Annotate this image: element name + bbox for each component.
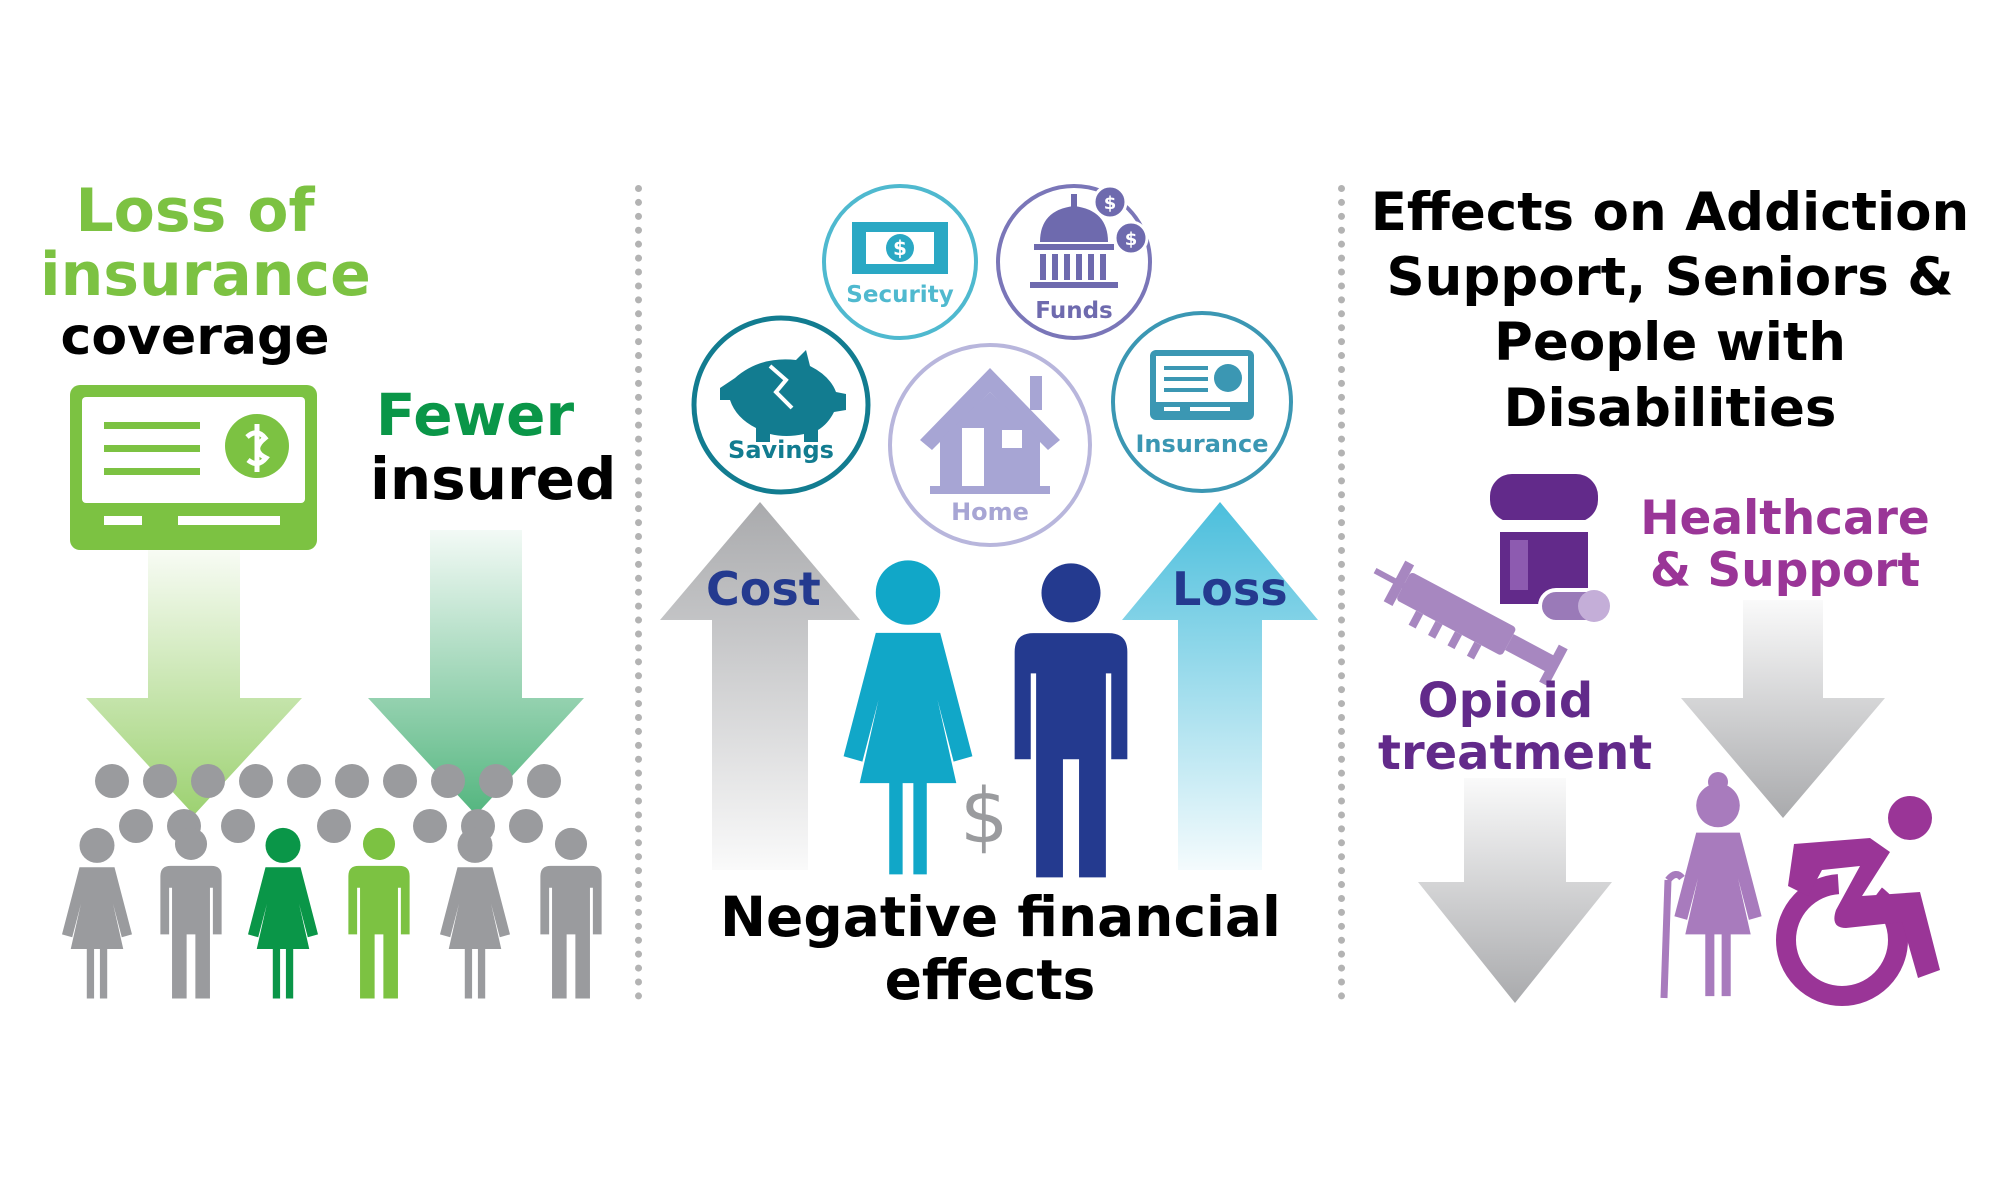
- cost-label: Cost: [706, 562, 821, 616]
- right-panel: [1373, 474, 1940, 1006]
- dollar-sign-icon: $: [960, 771, 1009, 860]
- home-circle: [888, 343, 1092, 547]
- loss-of-insurance-title: Loss of insurance coverage: [40, 176, 371, 367]
- wheelchair-icon: [1776, 796, 1940, 1006]
- opioid-line: Opioid: [1417, 673, 1594, 729]
- insured-woman-icon: [248, 827, 318, 999]
- loss-label: Loss: [1172, 562, 1288, 616]
- title-line: insurance: [40, 240, 371, 310]
- savings-label: Savings: [728, 436, 834, 464]
- left-panel: [62, 385, 602, 999]
- person-man-icon: [160, 827, 222, 999]
- funds-label: Funds: [1035, 298, 1113, 324]
- person-woman-icon: [440, 827, 510, 999]
- money-bill-icon: $: [852, 222, 948, 274]
- fewer-insured-label: Fewer insured: [370, 381, 617, 513]
- funds-circle: $ $: [996, 184, 1152, 340]
- title-line: Effects on Addiction: [1370, 182, 1970, 243]
- insurance-label: Insurance: [1135, 430, 1269, 458]
- loss-up-arrow: [1122, 502, 1318, 870]
- pill-bottle-icon: [1490, 474, 1598, 604]
- security-circle: $: [822, 184, 978, 340]
- security-label: Security: [846, 282, 954, 308]
- opioid-treatment-label: Opioid treatment: [1378, 673, 1653, 781]
- panel-divider: [1338, 185, 1345, 1000]
- broken-piggy-bank-icon: [720, 350, 846, 442]
- caption-line: Negative financial: [720, 885, 1281, 949]
- healthcare-line: Healthcare: [1640, 491, 1930, 546]
- opioid-down-arrow: [1418, 778, 1612, 1003]
- crowd-back-heads: [95, 764, 561, 843]
- man-figure-icon: [1014, 563, 1128, 878]
- negative-financial-effects-caption: Negative financial effects: [720, 885, 1281, 1012]
- support-line: & Support: [1650, 542, 1920, 598]
- panel-divider: [635, 185, 642, 1000]
- fewer-insured-down-arrow: [368, 530, 584, 815]
- effects-title: Effects on Addiction Support, Seniors & …: [1370, 180, 1970, 441]
- house-icon: [920, 368, 1060, 494]
- title-line: People with: [1494, 312, 1846, 374]
- insured-line: insured: [370, 445, 617, 513]
- savings-circle: [691, 315, 871, 495]
- home-label: Home: [951, 498, 1029, 526]
- svg-text:$: $: [1125, 229, 1138, 250]
- syringe-icon: [1373, 560, 1568, 687]
- insurance-card-small-icon: [1150, 350, 1254, 420]
- coverage-down-arrow: [86, 548, 302, 815]
- healthcare-support-label: Healthcare & Support: [1640, 493, 1930, 596]
- senior-woman-icon: [1660, 772, 1762, 999]
- insured-man-icon: [348, 827, 410, 999]
- capitol-building-icon: [1030, 194, 1118, 288]
- cost-up-arrow: [660, 502, 860, 870]
- healthcare-down-arrow: [1681, 600, 1885, 818]
- title-line: Support, Seniors &: [1386, 247, 1954, 309]
- svg-text:$: $: [1104, 193, 1117, 214]
- woman-figure-icon: [843, 560, 973, 875]
- person-woman-icon: [62, 827, 132, 999]
- caption-line: effects: [884, 948, 1096, 1012]
- middle-panel: $ $ $: [660, 184, 1318, 878]
- title-line: Loss of: [75, 176, 315, 246]
- insurance-circle: [1111, 311, 1293, 493]
- pill-icon: [1538, 588, 1612, 624]
- person-man-icon: [540, 827, 602, 999]
- title-line: coverage: [60, 307, 330, 367]
- insurance-card-icon: [70, 385, 317, 550]
- coin-icons: $ $: [1092, 184, 1149, 256]
- svg-text:$: $: [893, 236, 907, 260]
- title-line: Disabilities: [1503, 377, 1837, 439]
- fewer-line: Fewer: [375, 381, 575, 449]
- treatment-line: treatment: [1378, 724, 1653, 781]
